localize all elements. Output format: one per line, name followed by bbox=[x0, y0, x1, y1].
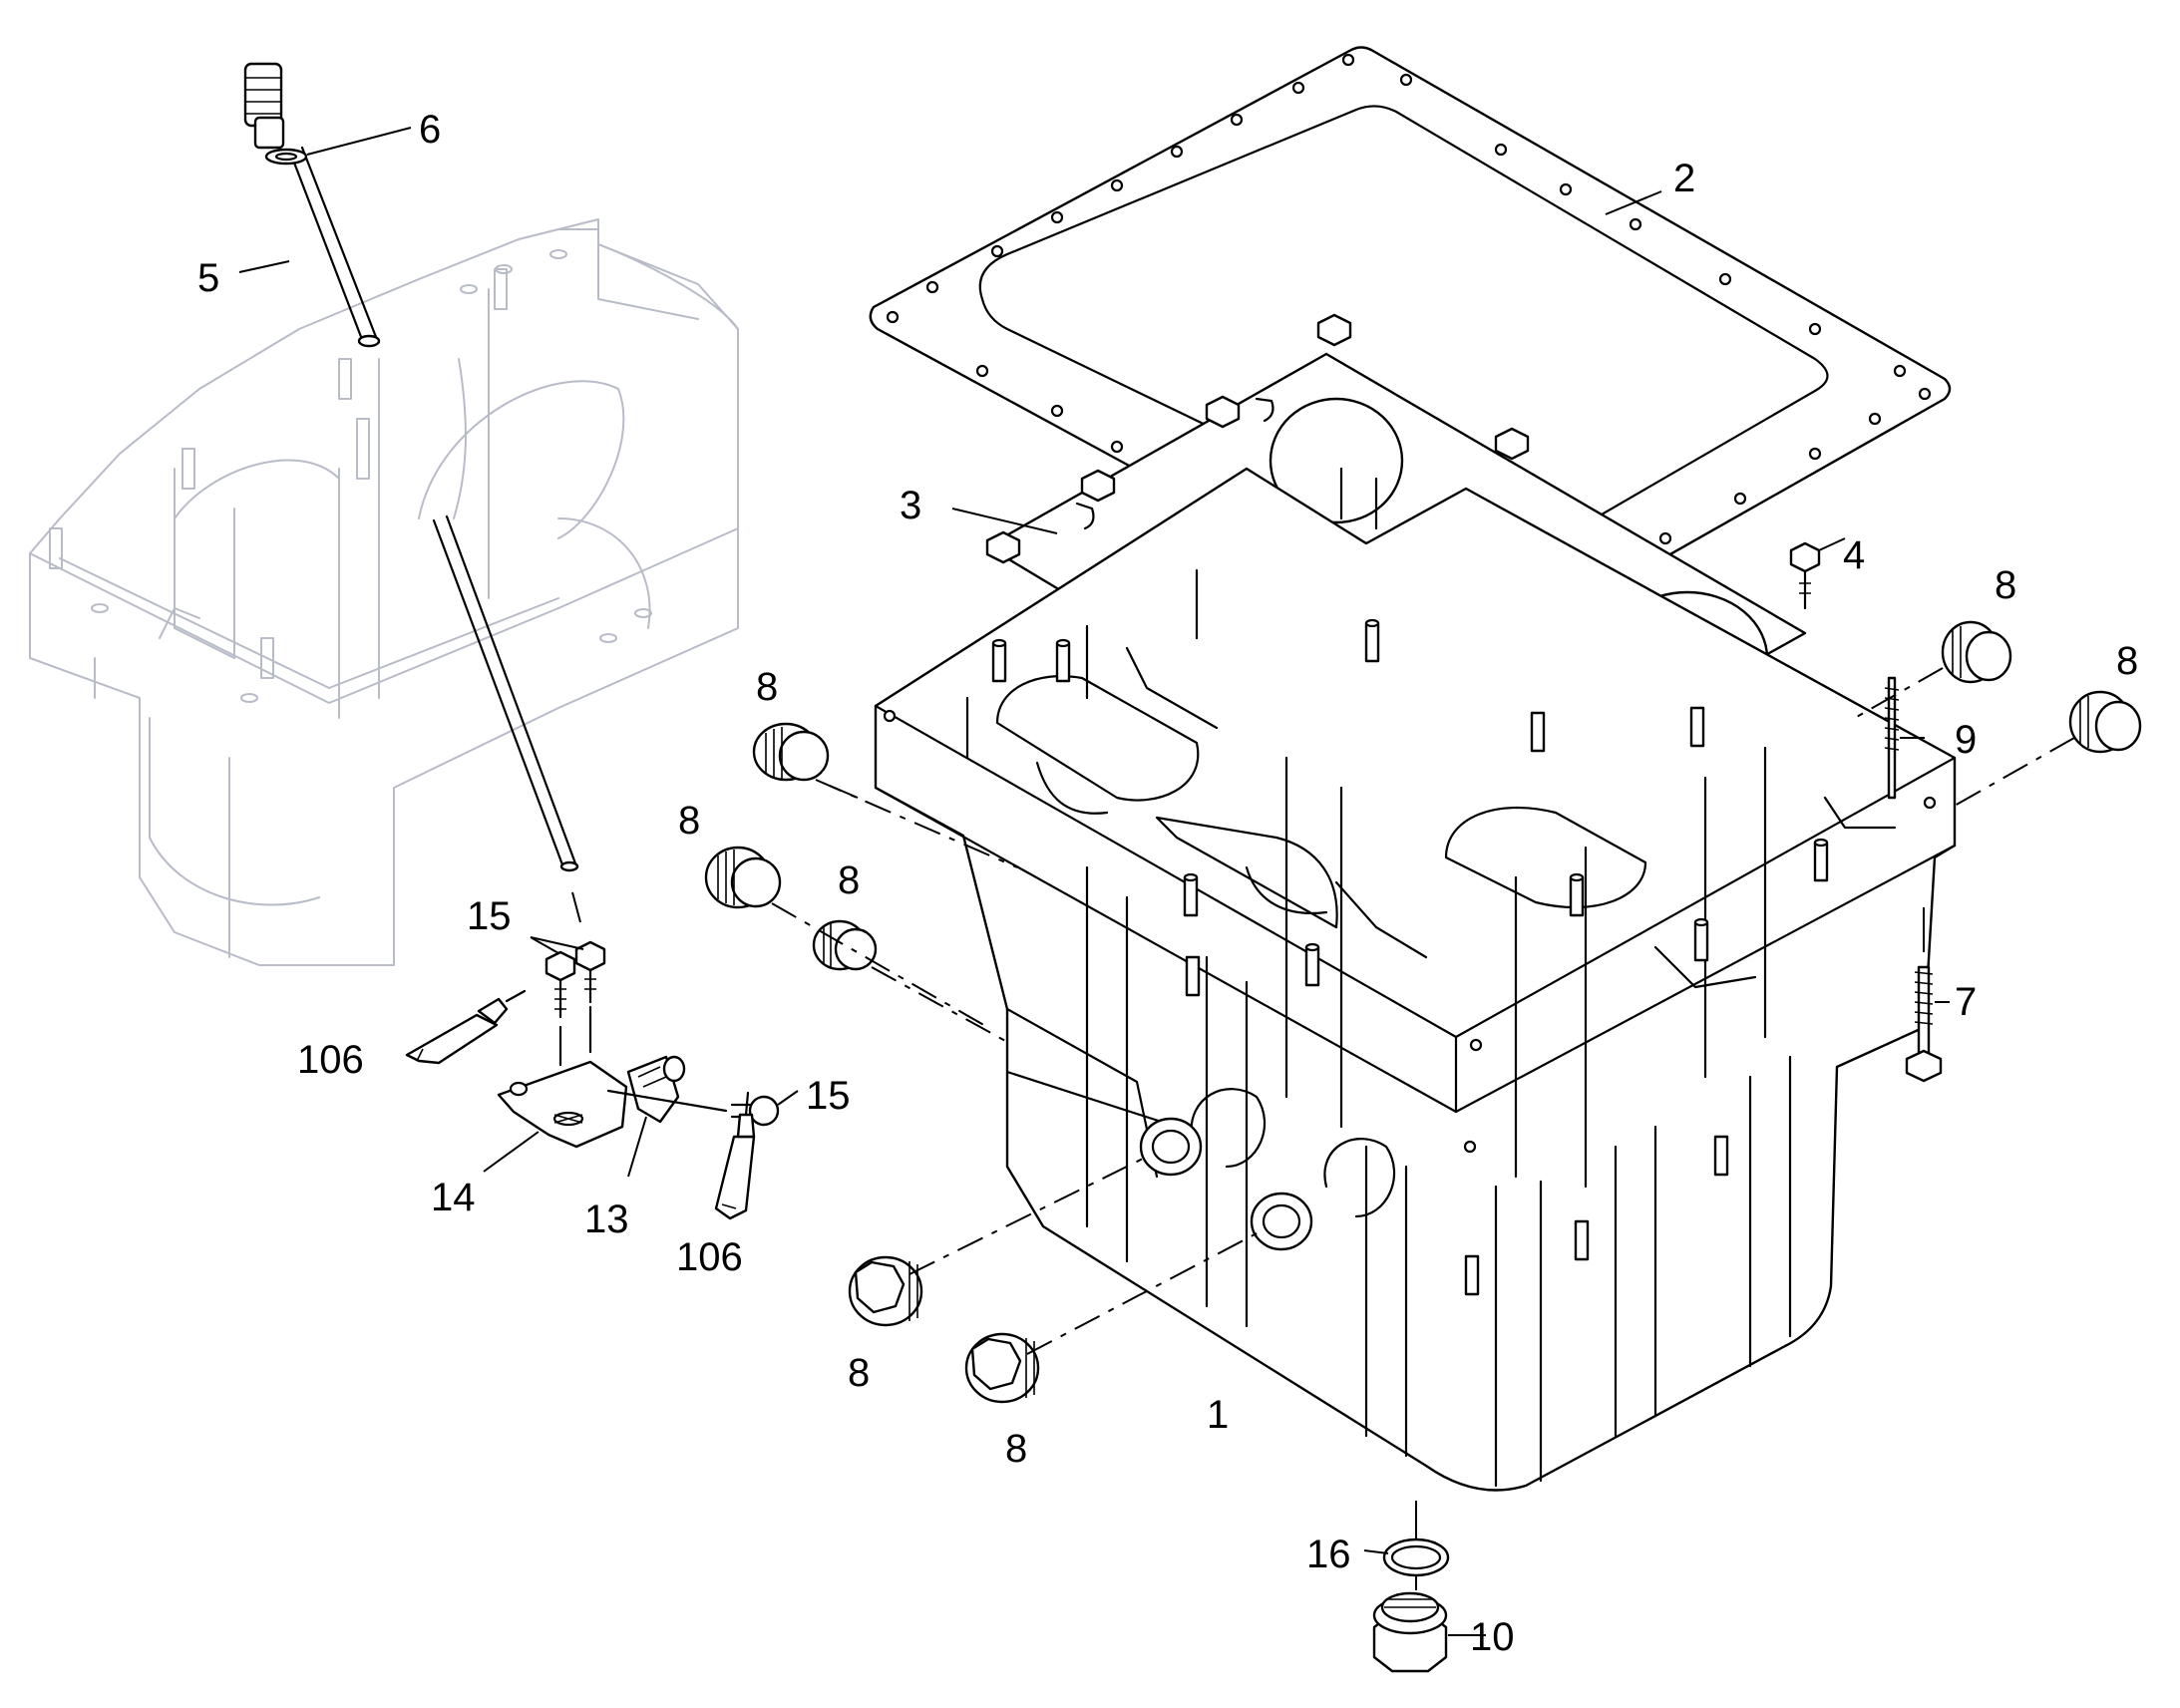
pan-flange-holes bbox=[883, 709, 1937, 1154]
callout-8-right-upper: 8 bbox=[1995, 563, 2016, 607]
bolt-15b bbox=[574, 940, 606, 1054]
callout-9: 9 bbox=[1955, 718, 1977, 762]
drain-plug-10 bbox=[1372, 1591, 1448, 1673]
callout-labels: 1 2 3 4 5 6 7 8 8 8 8 8 8 8 8 9 10 13 14… bbox=[197, 108, 2138, 1659]
pan-studs bbox=[991, 618, 1829, 1296]
callout-106-bottom: 106 bbox=[676, 1235, 743, 1279]
callout-1: 1 bbox=[1207, 1393, 1229, 1437]
dipstick-assembly bbox=[243, 62, 581, 923]
callout-14: 14 bbox=[431, 1176, 476, 1219]
stud-9 bbox=[1884, 676, 1900, 800]
plug-8d bbox=[1941, 620, 2012, 684]
plug-8a bbox=[752, 722, 859, 799]
plug-8b bbox=[704, 846, 782, 909]
callout-2: 2 bbox=[1673, 157, 1695, 200]
callout-8-left-lower: 8 bbox=[838, 858, 860, 902]
bolt-15a bbox=[545, 950, 576, 1067]
callout-6: 6 bbox=[419, 108, 441, 152]
plug-8g bbox=[964, 1332, 1040, 1404]
callout-7: 7 bbox=[1955, 980, 1977, 1024]
bolt-4 bbox=[1789, 541, 1821, 610]
bracket-14 bbox=[497, 1060, 628, 1149]
callout-16: 16 bbox=[1306, 1533, 1351, 1576]
leader-lines bbox=[238, 127, 2075, 1636]
oil-pan bbox=[874, 467, 1957, 1492]
callout-3: 3 bbox=[900, 484, 921, 527]
callout-8-bottom-right: 8 bbox=[1005, 1427, 1027, 1471]
callout-8-left-middle: 8 bbox=[678, 799, 700, 843]
plug-8f bbox=[848, 1255, 923, 1327]
clip-13 bbox=[626, 1055, 686, 1124]
engine-block-ghost bbox=[29, 218, 739, 966]
callout-8-right-far: 8 bbox=[2116, 639, 2138, 683]
callout-15-right: 15 bbox=[806, 1074, 851, 1118]
sealant-tube-106b bbox=[714, 1091, 756, 1220]
callout-8-left-upper: 8 bbox=[756, 665, 778, 709]
callout-5: 5 bbox=[197, 256, 219, 300]
callout-10: 10 bbox=[1470, 1615, 1515, 1659]
o-ring-16 bbox=[1382, 1537, 1450, 1577]
callout-106-left: 106 bbox=[297, 1038, 364, 1082]
callout-4: 4 bbox=[1843, 533, 1865, 577]
callout-15-top: 15 bbox=[467, 894, 512, 938]
plug-8c bbox=[812, 919, 878, 971]
bolt-7 bbox=[1905, 907, 1943, 1083]
callout-8-bottom-left: 8 bbox=[848, 1351, 870, 1395]
sealant-tube-106a bbox=[405, 989, 527, 1065]
callout-13: 13 bbox=[584, 1197, 629, 1241]
plug-8e bbox=[2068, 690, 2142, 754]
